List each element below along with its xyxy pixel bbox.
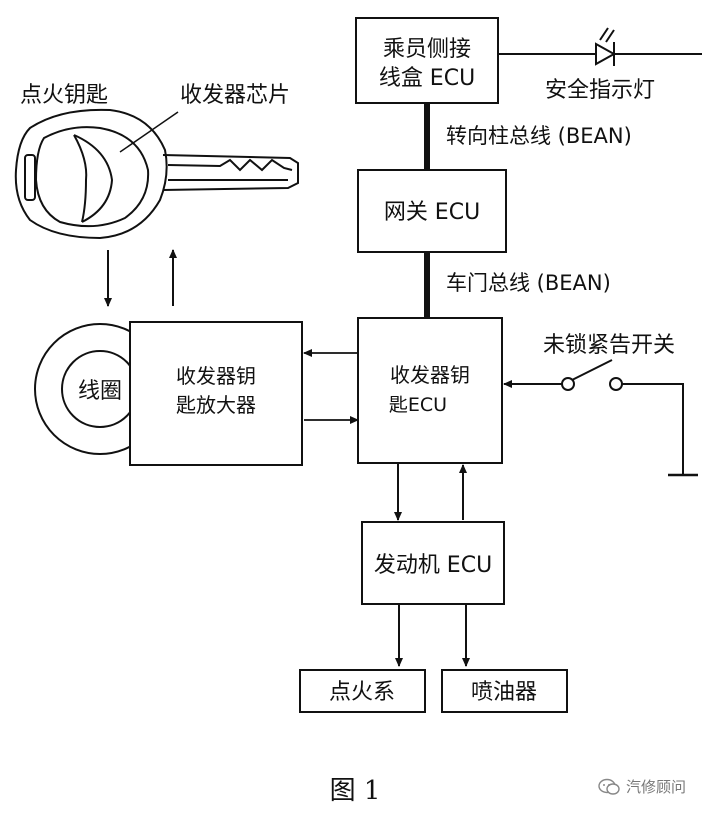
key-ecu-line2: 匙ECU [389,394,447,416]
gateway-ecu-box [357,169,507,253]
wechat-icon [598,778,620,796]
key-ecu-box [357,317,503,464]
unlock-switch-label: 未锁紧告开关 [543,333,675,358]
chip-leader-line [119,111,179,153]
amplifier-label-line2: 匙放大器 [176,393,256,417]
passenger-ecu-line2: 线盒 ECU [379,66,475,91]
amplifier-box [129,321,303,466]
injector-label: 喷油器 [471,680,537,705]
passenger-ecu-box [355,17,499,104]
ignition-key-icon [14,108,299,240]
switch-ground-wire [622,383,684,475]
engine-ecu-label: 发动机 ECU [374,553,492,578]
amplifier-label-line1: 收发器钥 [176,364,256,388]
passenger-ecu-line1: 乘员侧接 [383,37,471,62]
figure-caption: 图 1 [329,776,381,806]
transponder-chip-label: 收发器芯片 [180,83,290,108]
door-bus-label: 车门总线 (BEAN) [446,271,611,295]
watermark: 汽修顾问 [598,776,686,797]
watermark-text: 汽修顾问 [626,778,687,796]
steering-bus-label: 转向柱总线 (BEAN) [446,124,632,148]
ignition-system-label: 点火系 [329,680,395,705]
security-light-label: 安全指示灯 [545,78,655,103]
ignition-key-label: 点火钥匙 [20,83,108,108]
led-icon [595,27,617,66]
ignition-system-box [299,669,426,713]
switch-icon [561,359,623,391]
engine-ecu-box [361,521,505,605]
key-ecu-line1: 收发器钥 [390,363,470,387]
gateway-ecu-label: 网关 ECU [384,200,480,225]
coil-label: 线圈 [78,379,122,404]
injector-box [441,669,568,713]
